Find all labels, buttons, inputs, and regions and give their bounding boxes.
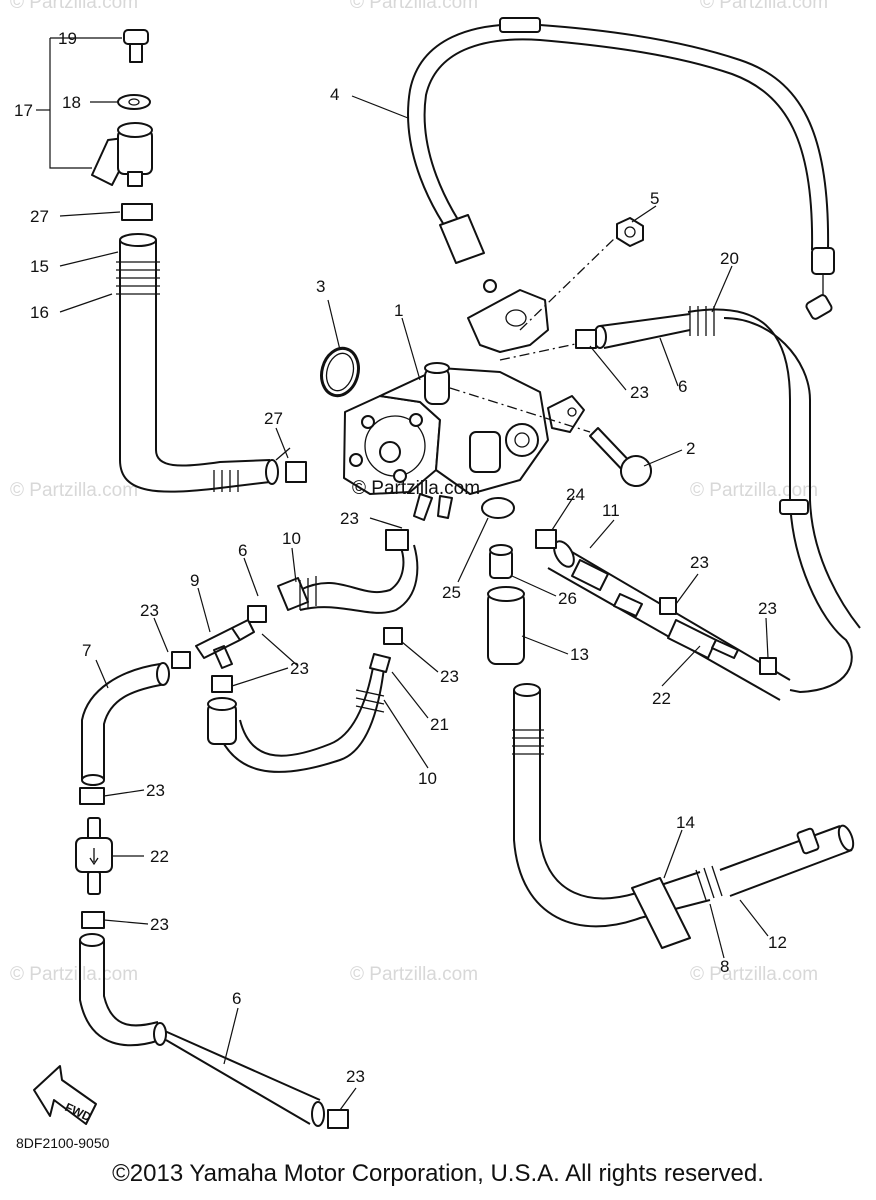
- callout: 21: [430, 715, 449, 734]
- callout: 23: [690, 553, 709, 572]
- callout: 23: [140, 601, 159, 620]
- callout: 6: [232, 989, 241, 1008]
- callout: 17: [14, 101, 33, 120]
- callout: 27: [264, 409, 283, 428]
- callout: 11: [602, 501, 620, 520]
- callout: 22: [652, 689, 671, 708]
- hose-clamp: [383, 627, 403, 645]
- callout: 23: [346, 1067, 365, 1086]
- hose-7: [81, 662, 170, 786]
- cable-bracket: [467, 289, 549, 353]
- watermark: © Partzilla.com: [690, 480, 818, 501]
- watermark: © Partzilla.com: [10, 0, 138, 13]
- hose-20: [687, 306, 861, 694]
- watermark: © Partzilla.com: [350, 0, 478, 13]
- callout: 26: [558, 589, 577, 608]
- watermark-layer: © Partzilla.com © Partzilla.com © Partzi…: [10, 0, 828, 985]
- watermark: © Partzilla.com: [690, 964, 818, 985]
- hose-clamp: [79, 787, 105, 805]
- callout: 1: [394, 301, 403, 320]
- callout: 12: [768, 933, 787, 952]
- hose-clamp: [81, 911, 105, 929]
- callout: 8: [720, 957, 729, 976]
- hose-6-right: [599, 313, 691, 349]
- oil-pump: [343, 362, 585, 521]
- hose-clamp: [285, 461, 307, 483]
- callout: 6: [238, 541, 247, 560]
- callout: 10: [418, 769, 437, 788]
- hose-10: [207, 529, 419, 773]
- callout: 4: [330, 85, 339, 104]
- watermark: © Partzilla.com: [350, 964, 478, 985]
- callout: 13: [570, 645, 589, 664]
- callout: 18: [62, 93, 81, 112]
- watermark: © Partzilla.com: [10, 964, 138, 985]
- callout: 23: [758, 599, 777, 618]
- callout: 6: [678, 377, 687, 396]
- callout: 23: [340, 509, 359, 528]
- hose-11: [535, 529, 791, 701]
- callout: 2: [686, 439, 695, 458]
- callout: 25: [442, 583, 461, 602]
- callout: 10: [282, 529, 301, 548]
- copyright-notice: ©2013 Yamaha Motor Corporation, U.S.A. A…: [112, 1160, 764, 1187]
- fuel-filter: [75, 817, 113, 895]
- hose-clamp: [171, 651, 191, 669]
- hose-13: [487, 591, 525, 665]
- vent-assembly: [91, 29, 279, 493]
- hose-clamp: [247, 605, 267, 623]
- callout: 7: [82, 641, 91, 660]
- hose-ribs: [116, 261, 239, 492]
- callout: 14: [676, 813, 695, 832]
- callout: 23: [440, 667, 459, 686]
- hose-clamp: [759, 657, 777, 675]
- o-ring: [320, 346, 360, 398]
- watermark: © Partzilla.com: [700, 0, 828, 13]
- hose-6-bottom: [79, 933, 349, 1129]
- callout: 23: [630, 383, 649, 402]
- callout: 24: [566, 485, 585, 504]
- callout: 9: [190, 571, 199, 590]
- callout: 23: [290, 659, 309, 678]
- hose-clamp: [575, 329, 597, 349]
- hose-clamp: [211, 675, 233, 693]
- hose-8: [512, 683, 855, 949]
- callout: 22: [150, 847, 169, 866]
- center-watermark: © Partzilla.com: [352, 478, 480, 499]
- hose-clamp: [659, 597, 677, 615]
- callout: 20: [720, 249, 739, 268]
- t-joint: [195, 619, 255, 669]
- hose-clamp: [481, 497, 515, 519]
- watermark: © Partzilla.com: [10, 480, 138, 501]
- callout: 27: [30, 207, 49, 226]
- leader-lines: [36, 37, 769, 1111]
- callout: 15: [30, 257, 49, 276]
- callout: 5: [650, 189, 659, 208]
- forward-arrow-icon: FWD: [33, 1065, 97, 1125]
- nut: [616, 217, 644, 247]
- callout: 23: [146, 781, 165, 800]
- bolt: [449, 387, 652, 487]
- callout: 3: [316, 277, 325, 296]
- diagram-code: 8DF2100-9050: [16, 1135, 110, 1151]
- callout: 23: [150, 915, 169, 934]
- throttle-cable: [407, 17, 835, 320]
- callout: 19: [58, 29, 77, 48]
- callouts: 19 18 17 27 15 16 4 5 20 3 1 23 6 27 2 2…: [14, 29, 787, 1086]
- callout: 16: [30, 303, 49, 322]
